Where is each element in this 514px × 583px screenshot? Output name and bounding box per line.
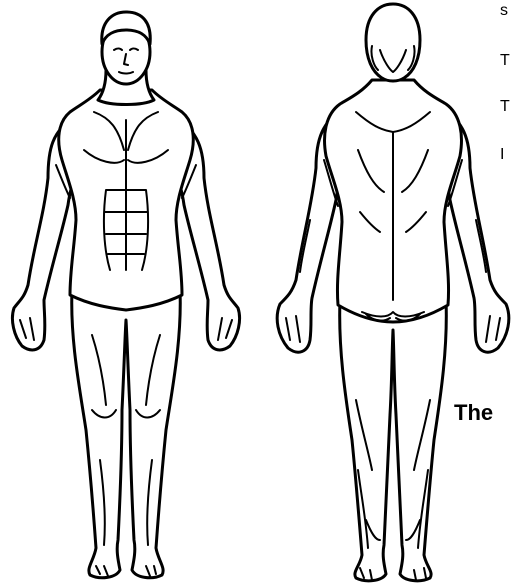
body-back-view [277, 4, 509, 581]
caption-text: The [454, 400, 514, 426]
edge-glyph-1: s [500, 2, 508, 20]
back-legs [340, 300, 447, 581]
front-legs [72, 290, 181, 578]
edge-glyph-4: I [500, 146, 504, 164]
back-head [366, 4, 420, 81]
edge-glyph-2: T [500, 52, 510, 70]
body-front-view [12, 12, 239, 578]
edge-glyph-3: T [500, 98, 510, 116]
